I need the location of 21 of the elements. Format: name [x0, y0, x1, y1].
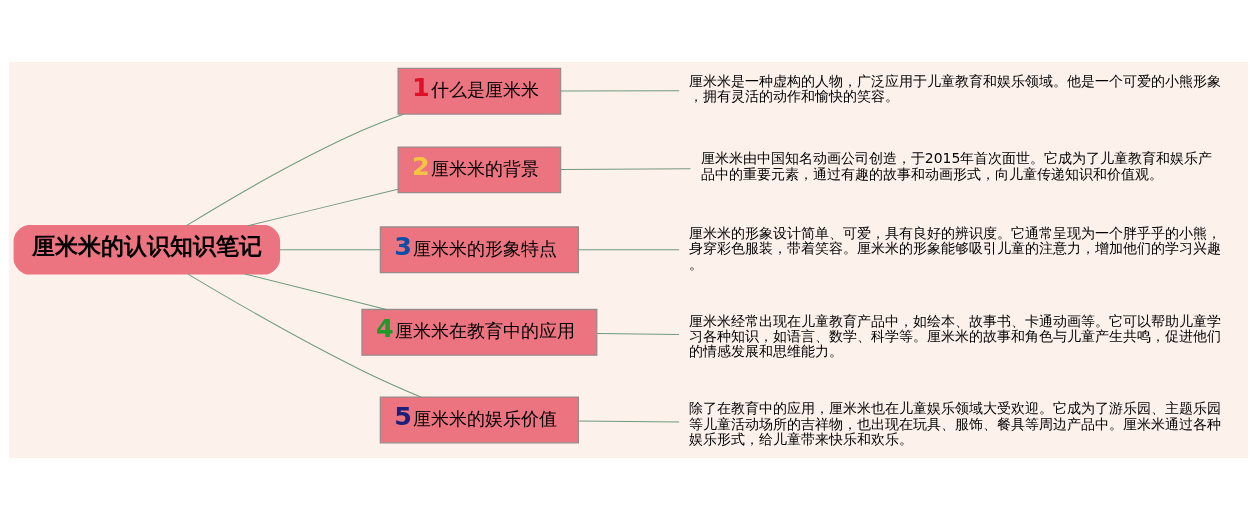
node-box: 3厘米米的形象特点 [379, 226, 579, 274]
node-box: 1什么是厘米米 [397, 67, 562, 115]
connector [278, 249, 381, 251]
node-text: 厘米米由中国知名动画公司创造，于2015年首次面世。它成为了儿童教育和娱乐产品中的重要元素，通过有趣的故事和动画形式，向儿童传递知识和价值观。 [700, 150, 1213, 182]
node-text: 厘米米经常出现在儿童教育产品中，如绘本、故事书、卡通动画等。它可以帮助儿童学习各种知识，如语言、数学、科学等。厘米米的故事和角色与儿童产生共鸣，促进他们的情感发展和思维能力。 [689, 312, 1222, 360]
connector [560, 168, 691, 170]
connector [596, 333, 680, 335]
node-box: 厘米米的认识知识笔记 [13, 225, 281, 275]
connector [247, 188, 399, 227]
connector [578, 249, 680, 251]
connector [578, 420, 680, 423]
node-box: 2厘米米的背景 [397, 146, 562, 194]
connector [187, 273, 422, 398]
connector [185, 113, 405, 227]
connector [560, 90, 680, 92]
connector [244, 273, 387, 310]
node-box: 4厘米米在教育中的应用 [361, 308, 598, 356]
node-text: 除了在教育中的应用，厘米米也在儿童娱乐领域大受欢迎。它成为了游乐园、主题乐园等儿童活动场所的吉祥物，也出现在玩具、服饰、餐具等周边产品中。厘米米通过各种娱乐形式，给儿童带来快乐和欢乐。 [689, 400, 1222, 447]
node-box: 5厘米米的娱乐价值 [379, 396, 579, 444]
node-text: 厘米米的形象设计简单、可爱，具有良好的辨识度。它通常呈现为一个胖乎乎的小熊，身穿彩色服装，带着笑容。厘米米的形象能够吸引儿童的注意力，增加他们的学习兴趣。 [689, 225, 1222, 272]
node-text: 厘米米是一种虚构的人物，广泛应用于儿童教育和娱乐领域。他是一个可爱的小熊形象，拥有灵活的动作和愉快的笑容。 [689, 72, 1222, 105]
